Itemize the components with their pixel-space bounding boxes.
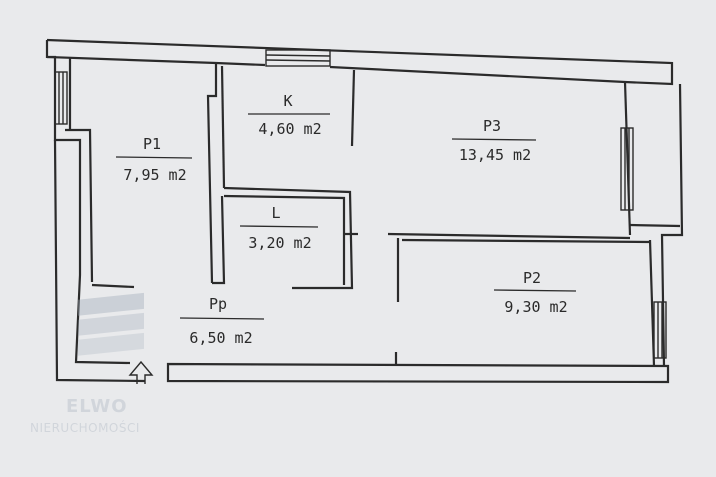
room-p2: P2 9,30 m2 [493,269,577,316]
window-p3 [620,127,634,211]
watermark-tagline: NIERUCHOMOŚCI [30,420,140,435]
room-l-area: 3,20 m2 [248,234,311,252]
room-p3-area: 13,45 m2 [459,146,531,164]
room-p2-name: P2 [523,269,541,287]
room-k-name: K [283,92,292,110]
room-k: K 4,60 m2 [248,92,330,138]
room-p2-area: 9,30 m2 [504,298,567,316]
window-p1 [54,71,68,125]
elwo-logo-icon [78,292,144,356]
room-p3-name: P3 [483,117,501,135]
room-pp: Pp 6,50 m2 [179,295,265,347]
interior-walls [91,63,651,364]
room-pp-name: Pp [209,295,227,313]
room-k-area: 4,60 m2 [258,120,321,138]
room-p1-name: P1 [143,135,161,153]
room-p1: P1 7,95 m2 [115,135,193,184]
room-p3: P3 13,45 m2 [451,117,537,164]
window-kitchen [265,49,331,67]
room-l-name: L [271,204,280,222]
window-p2 [653,301,667,359]
room-pp-area: 6,50 m2 [189,329,252,347]
watermark: ELWO NIERUCHOMOŚCI [30,292,144,435]
room-p1-area: 7,95 m2 [123,166,186,184]
watermark-brand: ELWO [66,396,128,417]
up-arrow-icon [128,360,154,384]
room-l: L 3,20 m2 [239,204,319,252]
